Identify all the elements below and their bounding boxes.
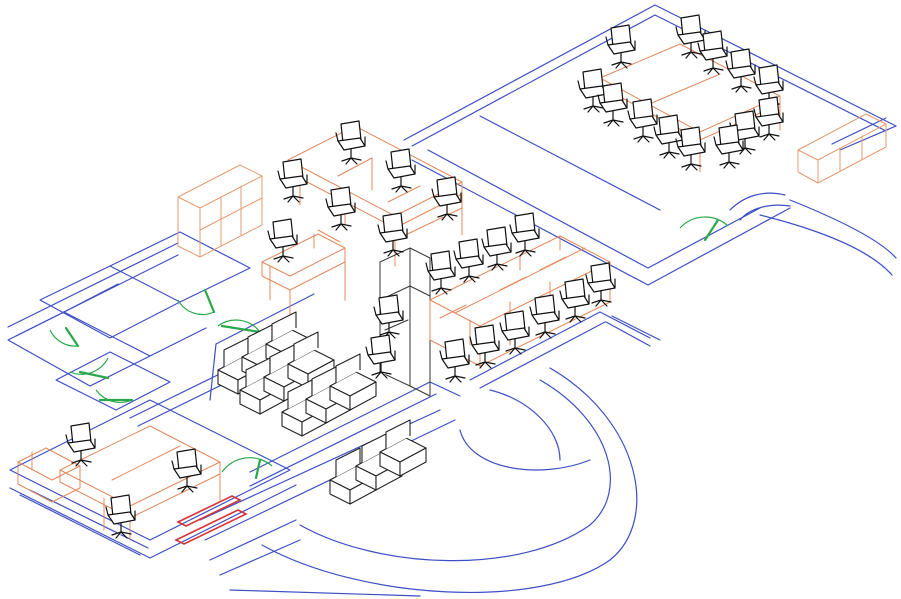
- office-chair-icon: [373, 294, 404, 339]
- upper-room-outer-wall-inner: [411, 14, 887, 147]
- door-swing-icon: [69, 357, 110, 380]
- office-chair-icon: [627, 98, 658, 143]
- upper-room-partition: [479, 115, 661, 211]
- lower-office-partition: [19, 489, 149, 556]
- door-swing-icon: [95, 389, 134, 403]
- door-swing-icon: [221, 457, 273, 480]
- lower-corridor-bottom: [199, 409, 456, 541]
- office-chair-icon: [267, 218, 298, 263]
- door-swings: [49, 216, 729, 480]
- upper-room-front-wall-inner: [427, 149, 761, 269]
- office-chair-icon: [675, 126, 706, 171]
- office-chair-icon: [653, 114, 684, 159]
- lounge-wall: [209, 293, 315, 401]
- door-swing-icon: [49, 326, 80, 348]
- office-chair-icon: [277, 158, 308, 203]
- curved-wall-inner: [459, 389, 591, 471]
- reception-counter: [17, 447, 81, 503]
- floor-marker-strips: [174, 495, 248, 545]
- office-chair-icon: [585, 262, 616, 307]
- office-chair-icon: [439, 338, 470, 383]
- corridor-sofa: [329, 419, 427, 505]
- office-chair-icon: [559, 278, 590, 323]
- upper-room-outer-wall: [403, 4, 897, 141]
- lower-left-office-wall: [9, 399, 291, 541]
- left-office-room-wall: [7, 311, 151, 387]
- right-curve-wall: [759, 199, 897, 276]
- storage-cabinet-right: [797, 113, 887, 184]
- office-chair-icon: [325, 186, 356, 231]
- office-chair-icon: [509, 212, 540, 257]
- office-chair-icon: [377, 212, 408, 257]
- office-chair-icon: [335, 120, 366, 165]
- lower-curve-base: [209, 519, 421, 597]
- center-right-wall: [605, 315, 661, 347]
- left-wing-outer-wall: [7, 242, 179, 337]
- office-chair-icon: [481, 226, 512, 271]
- curved-wall-outer: [261, 367, 638, 594]
- upper-room-right-wall: [831, 117, 897, 151]
- door-swing-icon: [177, 288, 216, 316]
- office-chair-icon: [105, 494, 136, 539]
- center-block-wall: [469, 311, 651, 389]
- left-office-room-wall-2: [63, 283, 207, 357]
- storage-cabinet-left: [177, 164, 263, 258]
- right-entry-wall: [729, 192, 791, 221]
- lower-left-room-wall: [55, 351, 171, 411]
- curved-wall-mid: [299, 379, 611, 562]
- office-chair-icon: [725, 48, 756, 93]
- office-chair-icon: [529, 294, 560, 339]
- door-swing-icon: [679, 216, 729, 242]
- office-chair-icon: [365, 334, 396, 379]
- office-chair-icon: [499, 310, 530, 355]
- office-chair-icon: [469, 324, 500, 369]
- upper-room-front-wall: [411, 159, 791, 286]
- left-wing-room-wall-2: [109, 231, 251, 303]
- door-swing-icon: [217, 319, 262, 334]
- lower-left-office-wall-2: [9, 484, 297, 559]
- office-chair-icon: [605, 24, 636, 69]
